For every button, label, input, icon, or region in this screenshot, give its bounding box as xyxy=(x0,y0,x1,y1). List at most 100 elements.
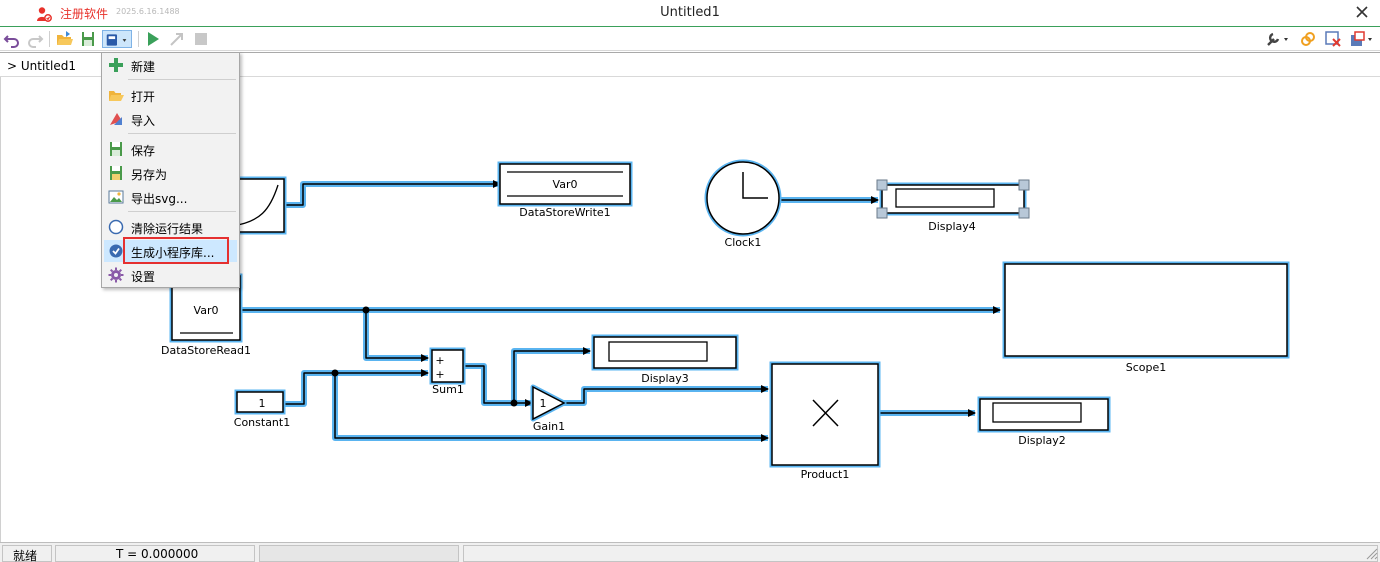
menu-separator xyxy=(128,79,236,80)
datastoreread-block[interactable]: Var0 DataStoreRead1 xyxy=(161,273,251,357)
window-title: Untitled1 xyxy=(660,5,720,20)
menu-item-label: 设置 xyxy=(131,270,156,284)
product-block[interactable]: Product1 xyxy=(769,361,881,481)
display3-label: Display3 xyxy=(641,372,689,385)
gain-block[interactable]: 1 Gain1 xyxy=(530,384,567,433)
highlight-annotation-box xyxy=(123,237,229,264)
generate-library-icon xyxy=(109,244,123,258)
menu-separator xyxy=(128,133,236,134)
step-arrow-icon xyxy=(170,33,183,46)
menu-item-save[interactable]: 保存 xyxy=(104,138,237,160)
image-icon xyxy=(108,190,124,204)
register-link[interactable]: 注册软件 xyxy=(60,7,109,21)
scope-block[interactable]: Scope1 xyxy=(1002,261,1290,374)
connections xyxy=(240,180,1001,442)
open-button[interactable] xyxy=(56,30,74,48)
display2-label: Display2 xyxy=(1018,434,1066,447)
gain-label: Gain1 xyxy=(533,420,565,433)
run-button[interactable] xyxy=(144,30,162,48)
toolbar xyxy=(0,27,1380,51)
clock-label: Clock1 xyxy=(725,236,762,249)
breadcrumb-path[interactable]: > Untitled1 xyxy=(7,59,76,73)
status-bar: 就绪 T = 0.000000 xyxy=(0,542,1380,562)
constant-block[interactable]: 1 Constant1 xyxy=(234,389,290,429)
wrench-icon xyxy=(1267,32,1288,46)
window-layout-icon xyxy=(1351,31,1372,46)
status-progress-cell xyxy=(259,545,459,562)
window-menu-button[interactable] xyxy=(1349,30,1377,48)
status-time: T = 0.000000 xyxy=(116,547,199,561)
file-menu-button[interactable] xyxy=(102,30,132,48)
file-menu-icon xyxy=(106,34,127,46)
close-icon[interactable] xyxy=(1354,4,1370,20)
menu-item-open[interactable]: 打开 xyxy=(104,84,237,106)
undo-button[interactable] xyxy=(3,30,21,48)
sum-label: Sum1 xyxy=(432,383,464,396)
version-label: 2025.6.16.1488 xyxy=(116,7,180,16)
display3-block[interactable]: Display3 xyxy=(591,334,739,385)
display2-block[interactable]: Display2 xyxy=(977,396,1111,447)
display4-label: Display4 xyxy=(928,220,976,233)
import-icon xyxy=(110,113,122,125)
folder-open-icon xyxy=(109,91,124,101)
save-icon xyxy=(82,32,94,46)
canvas-border xyxy=(0,77,1,542)
title-divider xyxy=(0,26,1380,27)
datastorewrite-var: Var0 xyxy=(553,178,578,191)
menu-item-settings[interactable]: 设置 xyxy=(104,264,237,286)
close-model-button[interactable] xyxy=(1324,30,1342,48)
status-empty-cell xyxy=(463,545,1378,562)
plus-icon xyxy=(109,58,123,72)
menu-item-label: 生成小程序库... xyxy=(131,246,215,260)
close-model-icon xyxy=(1325,31,1341,47)
play-icon xyxy=(148,32,159,46)
link-button[interactable] xyxy=(1299,30,1317,48)
save-button[interactable] xyxy=(79,30,97,48)
undo-icon xyxy=(3,35,19,48)
menu-item-clear-results[interactable]: 清除运行结果 xyxy=(104,216,237,238)
save-as-icon xyxy=(110,166,122,180)
redo-button[interactable] xyxy=(26,30,44,48)
menu-separator xyxy=(128,211,236,212)
status-state-cell: 就绪 xyxy=(2,545,52,562)
clock-block[interactable]: Clock1 xyxy=(704,159,782,249)
datastoreread-label: DataStoreRead1 xyxy=(161,344,251,357)
user-register-icon[interactable] xyxy=(36,6,52,22)
link-icon xyxy=(1301,32,1315,46)
product-label: Product1 xyxy=(801,468,850,481)
constant-value: 1 xyxy=(259,397,266,410)
status-state: 就绪 xyxy=(13,549,38,562)
menu-item-generate-library[interactable]: 生成小程序库... xyxy=(104,240,237,262)
toolbar-separator xyxy=(138,31,139,47)
sum-sign-1: + xyxy=(435,354,444,367)
menu-item-label: 新建 xyxy=(131,60,156,74)
sum-sign-2: + xyxy=(435,368,444,381)
clear-circle-icon xyxy=(108,219,124,235)
datastoreread-var: Var0 xyxy=(194,304,219,317)
step-button[interactable] xyxy=(168,30,186,48)
tools-button[interactable] xyxy=(1265,30,1293,48)
menu-item-label: 保存 xyxy=(131,144,156,158)
datastorewrite-label: DataStoreWrite1 xyxy=(519,206,610,219)
menu-item-new[interactable]: 新建 xyxy=(104,54,237,76)
menu-item-label: 清除运行结果 xyxy=(131,222,204,236)
menu-item-import[interactable]: 导入 xyxy=(104,108,237,130)
menu-item-save-as[interactable]: 另存为 xyxy=(104,162,237,184)
menu-item-label: 导出svg... xyxy=(131,192,188,206)
datastorewrite-block[interactable]: Var0 DataStoreWrite1 xyxy=(497,161,633,219)
stop-button[interactable] xyxy=(192,30,210,48)
menu-item-export-svg[interactable]: 导出svg... xyxy=(104,186,237,208)
folder-open-icon xyxy=(57,31,73,45)
menu-item-label: 打开 xyxy=(131,90,156,104)
title-bar: 注册软件 2025.6.16.1488 Untitled1 xyxy=(0,0,1380,27)
menu-item-label: 另存为 xyxy=(131,168,168,182)
redo-icon xyxy=(28,35,44,48)
constant-label: Constant1 xyxy=(234,416,290,429)
display4-block[interactable]: Display4 xyxy=(876,179,1030,233)
sum-block[interactable]: + + Sum1 xyxy=(429,347,466,396)
status-time-cell: T = 0.000000 xyxy=(55,545,255,562)
resize-grip-icon[interactable] xyxy=(1366,548,1378,560)
scope-label: Scope1 xyxy=(1126,361,1167,374)
toolbar-separator xyxy=(49,31,50,47)
